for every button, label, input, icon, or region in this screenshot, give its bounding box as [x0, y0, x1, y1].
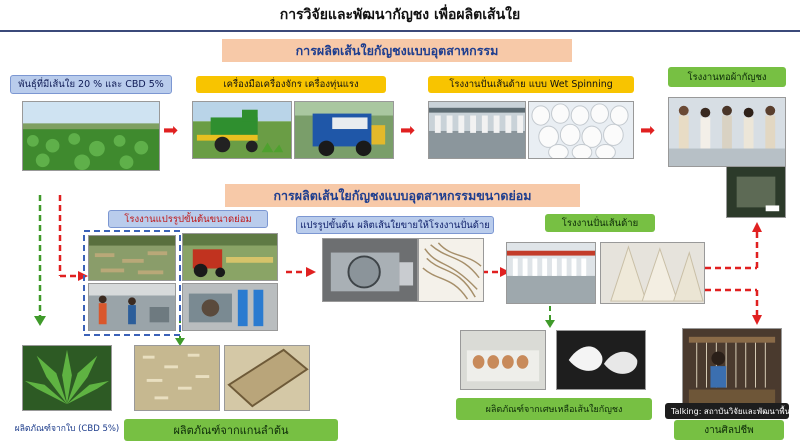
spinning-machine-photo — [428, 101, 526, 159]
spinning-mill-photo — [506, 242, 596, 304]
decorticator-machine-photo — [182, 283, 278, 331]
workshop-people-photo — [88, 283, 176, 331]
fabric-product-photo — [726, 166, 786, 218]
spinning-label: โรงงานปั่นเส้นด้าย — [545, 214, 655, 232]
primary-processing-label: โรงงานแปรรูปขั้นต้นขนาดย่อม — [108, 210, 268, 228]
industrial-banner: การผลิตเส้นใยกัญชงแบบอุตสาหกรรม — [222, 39, 572, 62]
weaving-loom-photo — [682, 328, 782, 414]
fashion-show-photo — [668, 97, 786, 167]
hemp-hurd-photo — [134, 345, 220, 411]
leaf-product-label: ผลิตภัณฑ์จากใบ (CBD 5%) — [14, 423, 120, 434]
sell-fiber-label: แปรรูปขั้นต้น ผลิตเส้นใยขายให้โรงงานปั่น… — [296, 216, 494, 234]
egg-tray-photo — [460, 330, 546, 390]
fiber-waste-product-label: ผลิตภัณฑ์จากเศษเหลือเส้นใยกัญชง — [456, 398, 652, 420]
speaker-tooltip: Talking: สถาบันวิจัยและพัฒนาพื้น... — [665, 403, 798, 419]
raw-fiber-photo — [418, 238, 484, 302]
arrow-right-icon: ➡ — [400, 120, 416, 141]
page-title: การวิจัยและพัฒนากัญชง เพื่อผลิตเส้นใย — [0, 0, 800, 32]
craft-label: งานศิลปชีพ — [674, 420, 784, 440]
hemp-board-photo — [224, 345, 310, 411]
hemp-leaf-photo — [22, 345, 112, 411]
yarn-cones-photo — [600, 242, 705, 304]
arrow-right-icon: ➡ — [163, 120, 179, 141]
harvester-photo — [192, 101, 292, 159]
face-mask-photo — [556, 330, 646, 390]
wet-spinning-label: โรงงานปั่นเส้นด้าย แบบ Wet Spinning — [428, 76, 634, 93]
weaving-label: โรงงานทอผ้ากัญชง — [668, 67, 786, 87]
small-scale-banner: การผลิตเส้นใยกัญชงแบบอุตสาหกรรมขนาดย่อม — [225, 184, 580, 207]
hemp-field-photo — [22, 101, 160, 171]
machinery-label: เครื่องมือเครื่องจักร เครื่องทุ่นแรง — [196, 76, 386, 93]
processing-machine-photo — [322, 238, 418, 302]
drying-field-photo — [88, 235, 176, 281]
baler-machine-photo — [294, 101, 394, 159]
variety-label: พันธุ์ที่มีเส้นใย 20 % และ CBD 5% — [10, 75, 172, 94]
tractor-cutter-photo — [182, 233, 278, 281]
arrow-right-icon: ➡ — [640, 120, 656, 141]
yarn-spools-photo — [528, 101, 634, 159]
stem-core-product-label: ผลิตภัณฑ์จากแกนลำต้น — [124, 419, 338, 441]
